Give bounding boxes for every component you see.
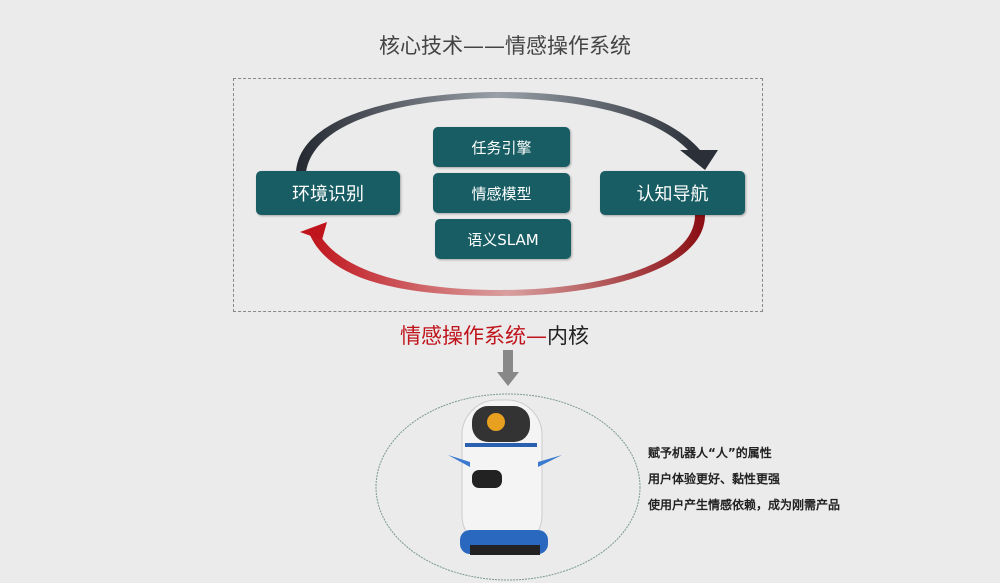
diagram-frame — [233, 78, 763, 312]
bottom-arrowhead — [300, 222, 327, 240]
feature-item: 使用户产生情感依赖，成为刚需产品 — [648, 498, 841, 512]
kernel-subtitle: 情感操作系统—内核 — [400, 320, 589, 350]
node-emotion-model: 情感模型 — [433, 173, 570, 213]
subtitle-red: 情感操作系统— — [400, 324, 547, 348]
subtitle-black: 内核 — [547, 324, 589, 348]
top-arrowhead — [680, 150, 718, 170]
feature-item: 赋予机器人“人”的属性 — [648, 446, 772, 460]
node-environment-recognition: 环境识别 — [256, 171, 400, 215]
robot-image — [448, 399, 562, 555]
feature-item: 用户体验更好、黏性更强 — [648, 472, 781, 486]
node-cognitive-navigation: 认知导航 — [600, 171, 745, 215]
down-arrow-icon — [497, 350, 519, 386]
page-title: 核心技术——情感操作系统 — [379, 34, 631, 58]
node-semantic-slam: 语义SLAM — [435, 219, 571, 259]
robot-ellipse — [375, 393, 641, 581]
node-task-engine: 任务引擎 — [433, 127, 570, 167]
